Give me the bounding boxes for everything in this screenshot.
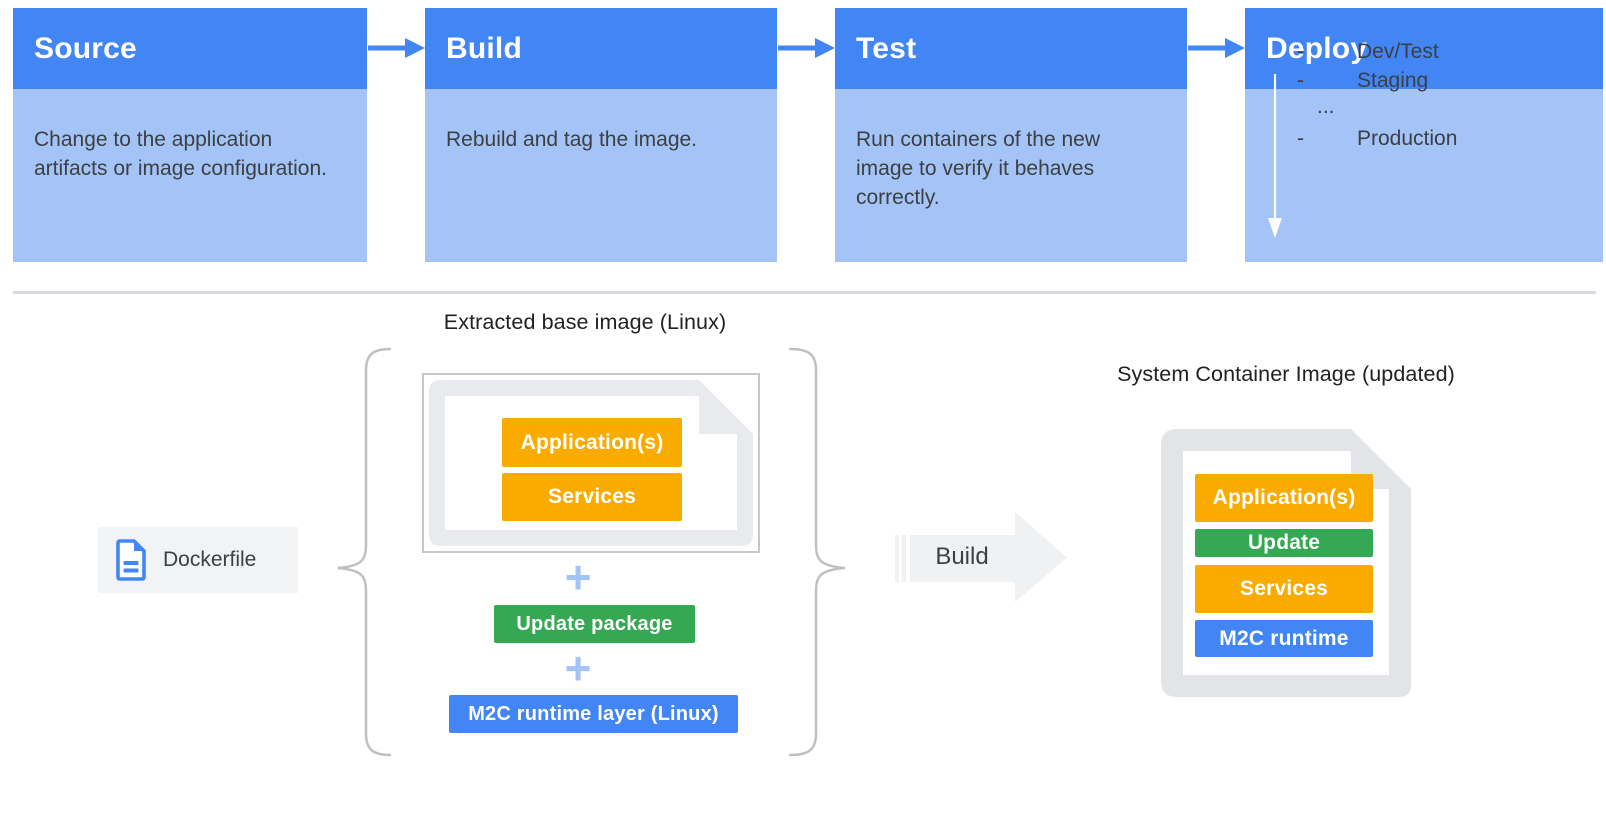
layer-services: Services [502, 473, 682, 521]
document-icon [116, 539, 146, 581]
deploy-item-label: Production [1357, 127, 1458, 150]
deploy-dash: - [1297, 40, 1304, 63]
deploy-item-label: Dev/Test [1357, 40, 1439, 63]
dockerfile-chip: Dockerfile [98, 527, 298, 593]
dockerfile-label: Dockerfile [163, 548, 257, 571]
plus-icon: + [564, 551, 592, 603]
layer-applications: Application(s) [502, 418, 682, 467]
result-layer-m2c-runtime: M2C runtime [1195, 620, 1373, 657]
system-container-document-icon [1161, 429, 1411, 697]
stage-deploy-body: - Dev/Test - Staging ... - Production [1245, 40, 1603, 262]
stage-source-title: Source [13, 8, 367, 89]
deploy-item-label: Staging [1357, 69, 1429, 92]
stage-build: Build Rebuild and tag the image. [425, 8, 777, 262]
stage-deploy-title: Deploy [1245, 8, 1603, 89]
stage-source: Source Change to the application artifac… [13, 8, 367, 262]
extracted-base-image-title: Extracted base image (Linux) [443, 310, 727, 334]
result-layer-services: Services [1195, 565, 1373, 613]
left-brace-icon [337, 347, 392, 757]
build-arrow-label: Build [935, 543, 989, 570]
arrow-build-to-test-icon [778, 38, 835, 58]
deploy-item-ellipsis: ... [1317, 92, 1335, 121]
plus-icon: + [564, 642, 592, 694]
arrow-source-to-build-icon [368, 38, 425, 58]
deploy-dash: - [1297, 127, 1304, 150]
stage-build-title: Build [425, 8, 777, 89]
stage-test-description: Run containers of the new image to verif… [835, 89, 1187, 262]
right-brace-icon [788, 347, 846, 757]
result-layer-applications: Application(s) [1195, 474, 1373, 522]
build-arrow-icon [895, 512, 1067, 602]
section-divider [13, 291, 1596, 294]
result-layer-update: Update [1195, 529, 1373, 557]
stage-test-title: Test [835, 8, 1187, 89]
stage-deploy: Deploy - Dev/Test - Staging ... - Produc… [1245, 8, 1603, 262]
deploy-dash: - [1297, 69, 1304, 92]
deploy-progression-arrow-icon [1268, 74, 1282, 238]
m2c-runtime-layer-box: M2C runtime layer (Linux) [449, 695, 738, 733]
stage-source-description: Change to the application artifacts or i… [13, 89, 367, 262]
deploy-item-label: ... [1317, 95, 1335, 118]
arrow-test-to-deploy-icon [1188, 38, 1245, 58]
stage-test: Test Run containers of the new image to … [835, 8, 1187, 262]
update-package-box: Update package [494, 605, 695, 643]
system-container-image-title: System Container Image (updated) [1117, 362, 1455, 386]
stage-build-description: Rebuild and tag the image. [425, 89, 777, 262]
